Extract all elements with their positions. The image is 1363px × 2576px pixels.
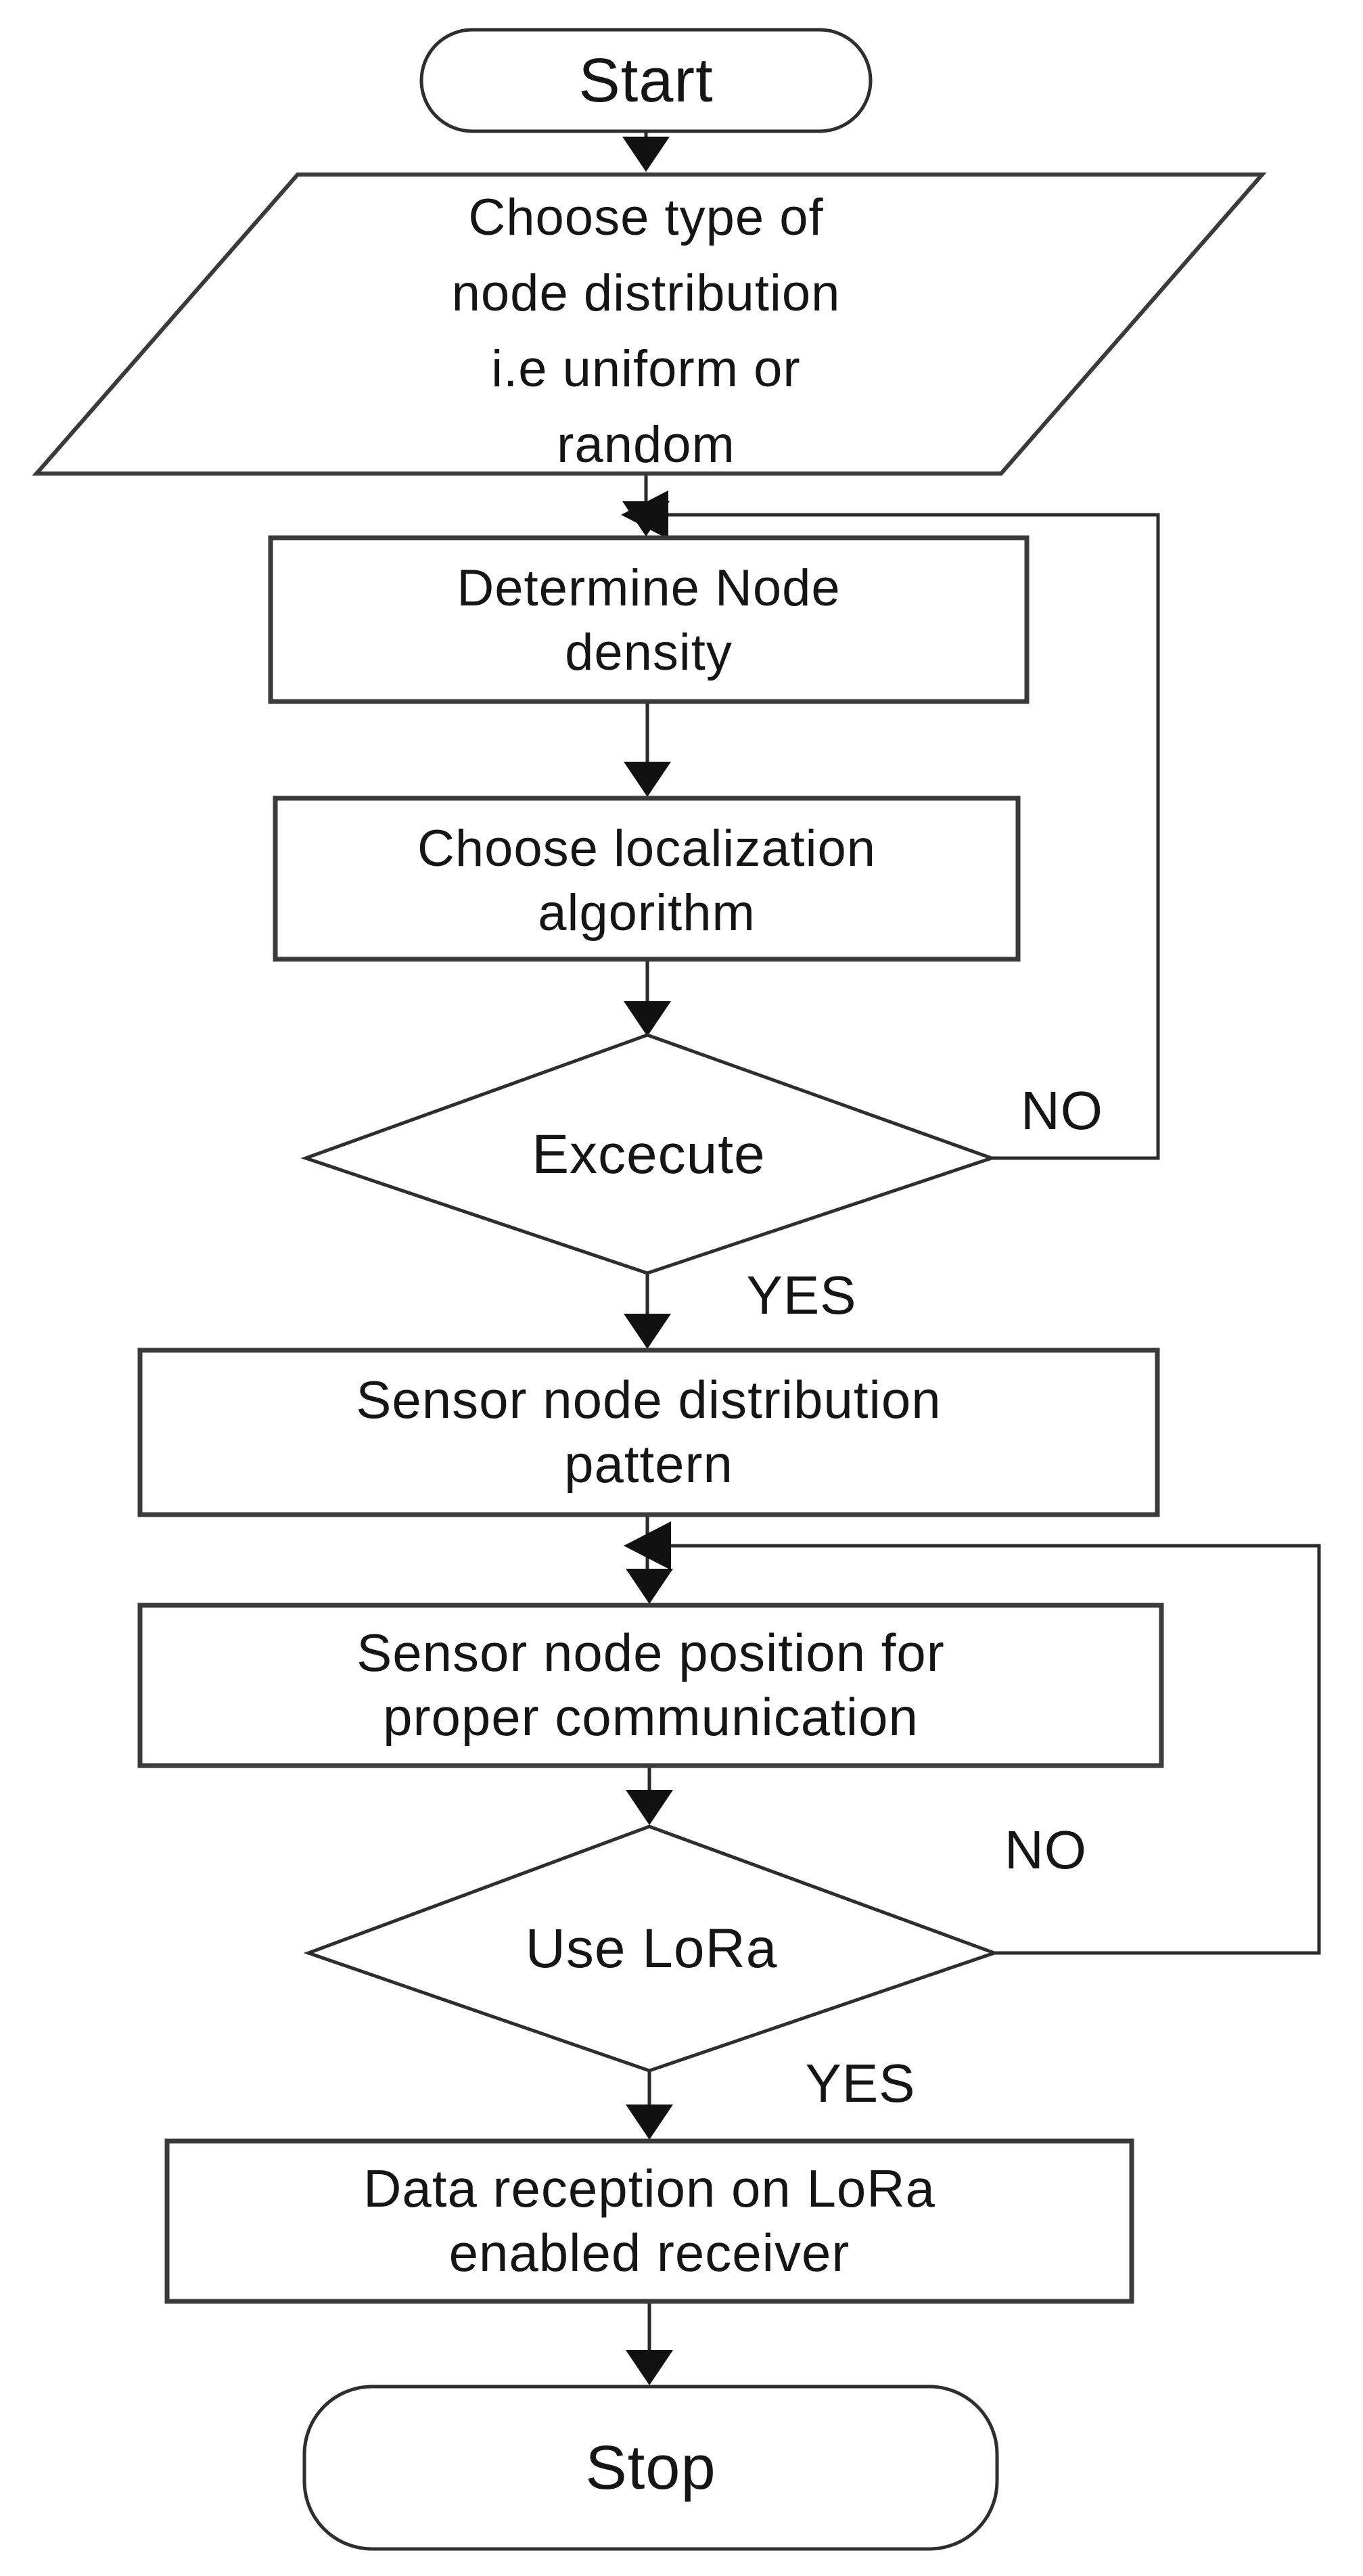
execute-no-branch-label: NO [1021,1080,1103,1141]
data-reception-line-1: Data reception on LoRa [363,2159,935,2218]
arrowhead-loop2-left [624,1521,671,1570]
arrowhead-into-uselora [626,1790,673,1825]
arrowhead-loop1-left [621,490,668,539]
edge-uselora-no-loop [645,1544,1321,1955]
sensor-position-line-1: Sensor node position for [356,1623,945,1682]
sensor-distribution-process-shape [137,1348,1160,1517]
choose-distribution-line-1: Choose type of [468,189,824,246]
data-reception-process-shape [164,2138,1134,2304]
choose-localization-node-label: Choose localization algorithm [275,816,1018,945]
stop-terminator-shape [302,2385,999,2551]
use-lora-decision-diamond-shape [303,1824,1000,2073]
arrowhead-into-execute [624,1001,671,1036]
choose-distribution-parallelogram-shape [32,172,1267,476]
determine-density-node-label: Determine Node density [271,556,1027,685]
arrowhead-into-parallelogram [622,137,670,172]
data-reception-line-2: enabled receiver [448,2223,850,2282]
start-terminator-shape [419,28,873,133]
execute-decision-label: Excecute [532,1124,766,1185]
arrowhead-into-reception [626,2104,673,2140]
use-lora-decision-label: Use LoRa [525,1918,778,1979]
execute-decision-diamond-shape [300,1033,997,1275]
choose-localization-line-1: Choose localization [417,820,877,877]
arrowhead-into-position [626,1569,673,1604]
determine-density-line-2: density [565,624,733,681]
edge-execute-no-loop [644,513,1160,1160]
choose-distribution-line-4: random [557,416,735,474]
arrowhead-into-distribution [624,1314,671,1349]
start-node-label: Start [578,46,714,115]
determine-density-process-shape [268,535,1030,704]
choose-localization-process-shape [273,796,1021,962]
data-reception-node-label: Data reception on LoRa enabled receiver [167,2157,1132,2285]
sensor-distribution-line-1: Sensor node distribution [356,1370,942,1429]
sensor-position-node-label: Sensor node position for proper communic… [140,1621,1161,1749]
arrowhead-into-localization [624,762,671,797]
sensor-position-process-shape [137,1603,1164,1768]
choose-distribution-line-2: node distribution [451,264,841,322]
sensor-distribution-node-label: Sensor node distribution pattern [140,1368,1157,1496]
choose-distribution-node-label: Choose type of node distribution i.e uni… [108,180,1184,483]
sensor-position-line-2: proper communication [383,1687,919,1747]
arrowheads [621,137,673,2385]
choose-distribution-line-3: i.e uniform or [491,340,801,398]
uselora-yes-branch-label: YES [805,2053,916,2113]
execute-yes-branch-label: YES [746,1265,857,1325]
stop-node-label: Stop [585,2433,716,2502]
determine-density-line-1: Determine Node [457,559,841,617]
choose-localization-line-2: algorithm [538,884,756,942]
uselora-no-branch-label: NO [1004,1820,1087,1880]
arrowhead-into-stop [626,2350,673,2385]
sensor-distribution-line-2: pattern [564,1434,733,1494]
